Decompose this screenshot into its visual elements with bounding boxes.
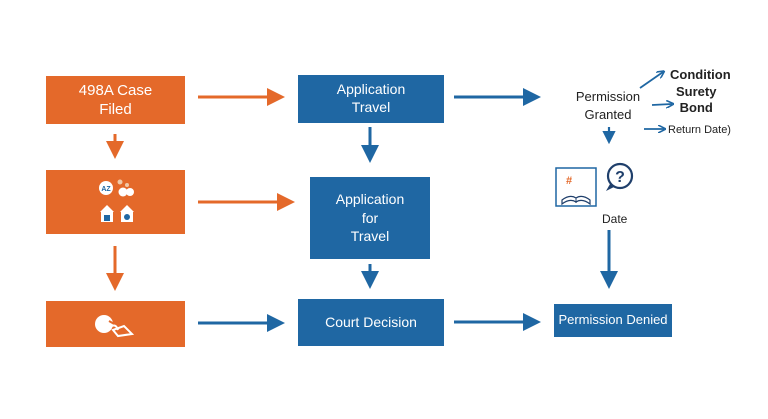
permission-granted-text: Permission Granted — [566, 88, 650, 124]
permission-denied-box: Permission Denied — [554, 304, 672, 337]
application-travel-top-line1: Application — [336, 81, 406, 98]
case-filed-line2: Filed — [99, 101, 132, 118]
surety-bond-line2: Bond — [679, 100, 713, 116]
surety-bond-label: Surety Bond — [676, 84, 716, 117]
permission-granted-line2: Granted — [584, 107, 632, 123]
court-decision-label: Court Decision — [325, 313, 417, 330]
case-filed-line1: 498A Case — [78, 81, 153, 99]
condition-label: Condition — [670, 67, 731, 82]
hand-document-box — [46, 301, 185, 347]
application-for-travel-line2: for — [361, 209, 379, 226]
application-travel-top-line2: Travel — [351, 99, 391, 115]
svg-text:#: # — [566, 175, 572, 187]
calendar-question-icon: # ? — [555, 162, 634, 207]
documents-box: AZ — [46, 170, 185, 234]
application-for-travel-line3: Travel — [350, 228, 390, 245]
court-decision-box: Court Decision — [298, 299, 444, 346]
return-date-label: Return Date) — [668, 124, 731, 136]
case-filed-box: 498A Case Filed — [46, 76, 185, 124]
date-label: Date — [602, 212, 628, 226]
svg-text:AZ: AZ — [101, 186, 111, 193]
surety-bond-line1: Surety — [676, 84, 717, 99]
application-for-travel-line1: Application — [335, 190, 405, 207]
application-travel-top-box: Application Travel — [298, 75, 444, 123]
svg-text:?: ? — [615, 169, 625, 186]
application-for-travel-box: Application for Travel — [310, 177, 430, 259]
permission-granted-line1: Permission — [575, 89, 641, 104]
documents-and-houses-icon: AZ — [98, 179, 134, 222]
hand-with-document-icon — [94, 315, 134, 338]
permission-denied-label: Permission Denied — [558, 312, 668, 328]
arrow-to-condition — [639, 72, 663, 89]
arrow-to-surety-bond — [651, 104, 672, 105]
